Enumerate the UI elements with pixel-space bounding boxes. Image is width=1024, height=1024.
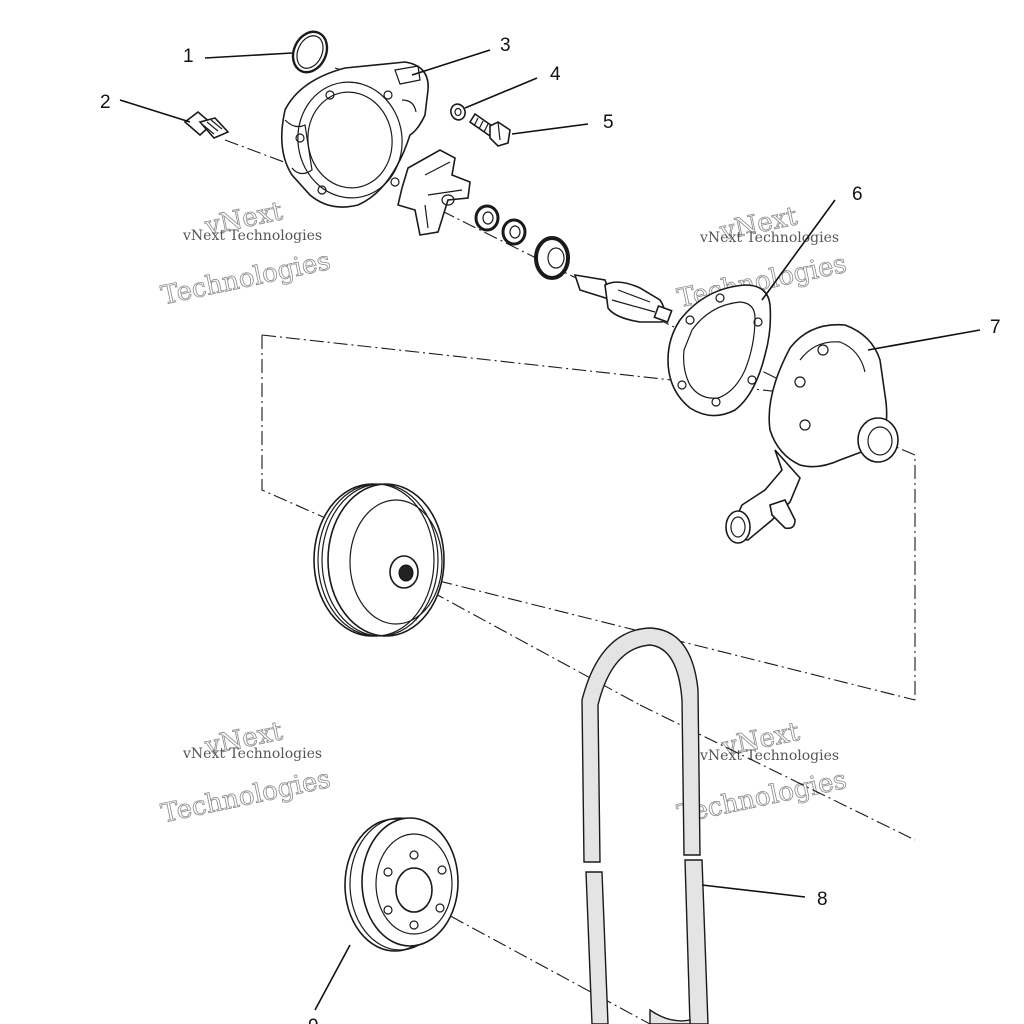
svg-text:vNext Technologies: vNext Technologies xyxy=(182,228,322,244)
svg-text:Technologies: Technologies xyxy=(159,764,334,829)
v-belt-part xyxy=(581,627,709,1024)
callout-4: 4 xyxy=(550,64,561,85)
washer-part xyxy=(450,103,466,121)
svg-text:Technologies: Technologies xyxy=(675,765,850,830)
callout-8: 8 xyxy=(817,889,828,910)
watermark-top-left: vNext vNext Technologies Technologies xyxy=(158,196,334,312)
callout-3: 3 xyxy=(500,35,511,56)
pump-cover-part xyxy=(280,61,429,208)
seal-ring-2-part xyxy=(501,218,527,246)
o-ring-part xyxy=(291,30,329,74)
pump-body-part xyxy=(725,323,899,544)
watermark-bottom-right: vNext vNext Technologies Technologies xyxy=(674,717,850,831)
callout-9: 9 xyxy=(308,1016,319,1024)
bearing-part xyxy=(534,236,570,280)
callout-5: 5 xyxy=(603,112,614,133)
callout-6: 6 xyxy=(852,184,863,205)
seal-ring-part xyxy=(474,204,500,232)
callout-1: 1 xyxy=(183,46,194,67)
watermark-bottom-left: vNext vNext Technologies Technologies xyxy=(158,716,334,830)
lower-pulley-part xyxy=(344,817,459,952)
leader-lines xyxy=(119,49,981,1011)
gasket-part xyxy=(667,284,772,417)
shaft-part xyxy=(573,273,673,324)
callout-7: 7 xyxy=(990,317,1001,338)
svg-text:vNext Technologies: vNext Technologies xyxy=(699,230,839,246)
svg-text:vNext Technologies: vNext Technologies xyxy=(182,746,322,762)
callout-numbers: 1 2 3 4 5 6 7 8 9 xyxy=(100,35,1001,1024)
callout-2: 2 xyxy=(100,92,111,113)
svg-text:Technologies: Technologies xyxy=(159,246,334,311)
svg-text:vNext Technologies: vNext Technologies xyxy=(699,748,839,764)
fitting-part xyxy=(183,110,230,139)
bolt-part xyxy=(468,112,511,147)
impeller-part xyxy=(397,149,471,236)
upper-pulley-part xyxy=(313,483,445,637)
